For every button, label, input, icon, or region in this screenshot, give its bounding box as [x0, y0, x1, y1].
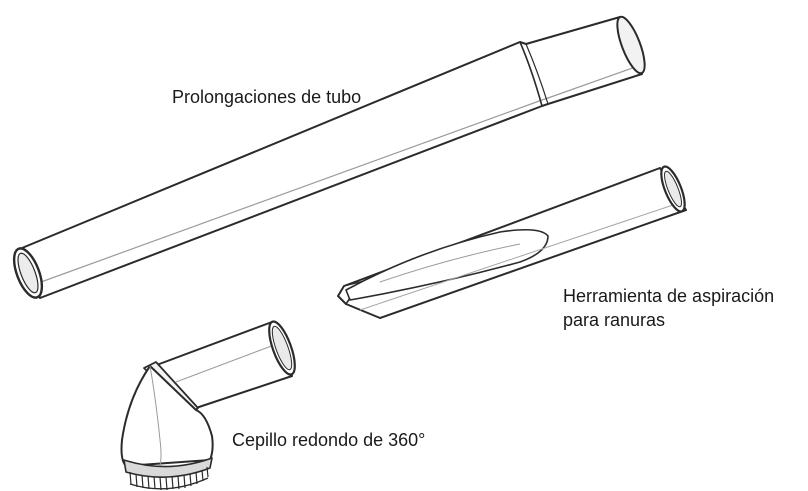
crevice-tool-drawing [337, 165, 687, 319]
extension-tubes-label: Prolongaciones de tubo [172, 87, 362, 107]
crevice-tool-label-line1: Herramienta de aspiración [563, 286, 775, 306]
crevice-tool-label: Herramienta de aspiración para ranuras [563, 284, 774, 332]
round-brush-drawing [120, 320, 296, 491]
crevice-tool-label-line2: para ranuras [563, 310, 666, 330]
extension-tube-drawing [12, 15, 646, 299]
round-brush-label: Cepillo redondo de 360° [232, 430, 426, 450]
